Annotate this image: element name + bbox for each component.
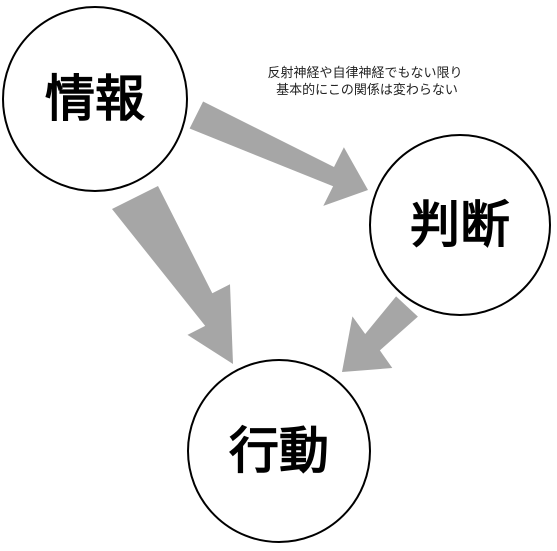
node-action-circle xyxy=(187,359,371,543)
node-information-circle xyxy=(2,6,188,192)
arrow-information-to-judgment xyxy=(189,101,368,206)
node-action: 行動 xyxy=(187,359,371,543)
arrow-information-to-action xyxy=(112,186,233,364)
node-judgment-label: 判断 xyxy=(410,196,510,254)
node-information-label: 情報 xyxy=(45,70,145,128)
note-line-1: 反射神経や自律神経でもない限り xyxy=(267,65,462,81)
node-information: 情報 xyxy=(2,6,188,192)
node-judgment: 判断 xyxy=(369,134,551,316)
node-judgment-circle xyxy=(369,134,551,316)
note-line-2: 基本的にこの関係は変わらない xyxy=(276,82,458,98)
annotation-note: 反射神経や自律神経でもない限り 基本的にこの関係は変わらない xyxy=(267,65,462,98)
arrow-judgment-to-action xyxy=(342,296,418,372)
node-action-label: 行動 xyxy=(229,422,329,480)
